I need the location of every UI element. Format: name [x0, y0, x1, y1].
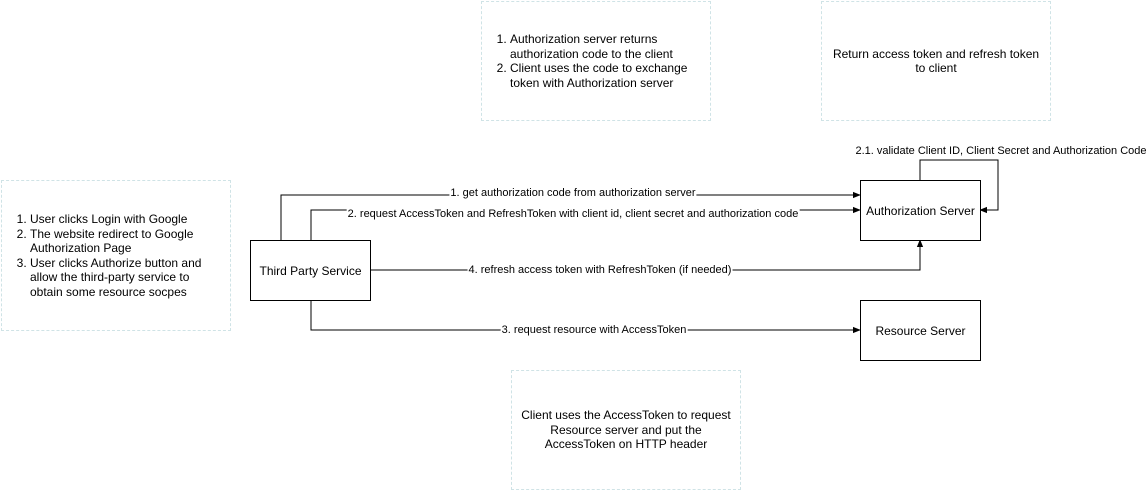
note-user-steps: User clicks Login with Google The websit…: [1, 180, 231, 331]
user-step-3: User clicks Authorize button and allow t…: [30, 256, 220, 300]
edge-label-validate: 2.1. validate Client ID, Client Secret a…: [854, 145, 1148, 157]
node-third-party-service-label: Third Party Service: [259, 263, 362, 278]
user-step-2: The website redirect to Google Authoriza…: [30, 227, 220, 256]
node-authorization-server-label: Authorization Server: [866, 203, 975, 218]
note-resource-usage: Client uses the AccessToken to request R…: [511, 370, 741, 490]
edge-label-request-tokens: 2. request AccessToken and RefreshToken …: [346, 208, 800, 220]
edge-label-refresh: 4. refresh access token with RefreshToke…: [467, 264, 733, 276]
node-resource-server: Resource Server: [860, 300, 981, 361]
auth-code-step-1: Authorization server returns authorizati…: [510, 32, 700, 61]
node-third-party-service: Third Party Service: [250, 240, 371, 301]
note-return-tokens-text: Return access token and refresh token to…: [832, 46, 1040, 76]
auth-code-step-2: Client uses the code to exchange token w…: [510, 61, 700, 90]
edge-label-get-code: 1. get authorization code from authoriza…: [449, 187, 697, 199]
user-step-1: User clicks Login with Google: [30, 212, 220, 227]
edge-label-request-resource: 3. request resource with AccessToken: [500, 324, 688, 336]
node-resource-server-label: Resource Server: [875, 323, 966, 338]
note-return-tokens: Return access token and refresh token to…: [821, 1, 1051, 121]
edge-validate-loop: [919, 159, 999, 214]
note-resource-usage-text: Client uses the AccessToken to request R…: [521, 408, 731, 452]
node-authorization-server: Authorization Server: [860, 180, 981, 241]
note-auth-code-steps: Authorization server returns authorizati…: [481, 1, 711, 121]
